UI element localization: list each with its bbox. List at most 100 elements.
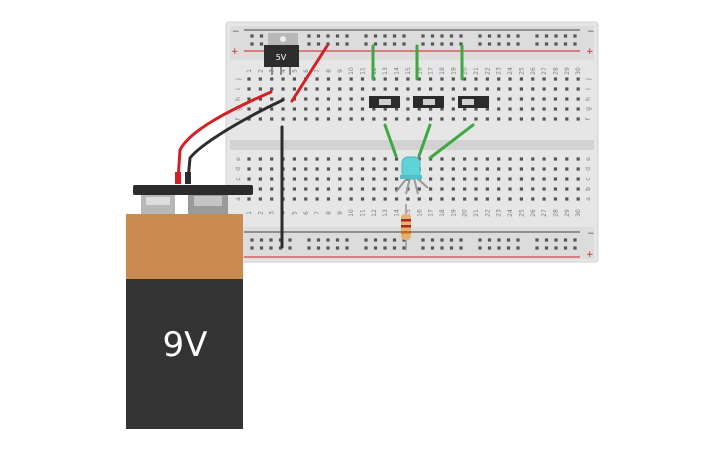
column-number: 6 [303,69,310,73]
breadboard-hole [281,77,285,81]
breadboard-hole [535,42,539,46]
breadboard-hole [315,197,319,201]
column-number: 4 [280,211,287,215]
breadboard-hole [292,167,296,171]
breadboard-hole [292,187,296,191]
breadboard-hole [449,34,454,38]
breadboard-hole [573,238,577,242]
breadboard-hole [383,177,387,181]
breadboard-hole [553,197,558,201]
breadboard-hole [326,117,331,121]
breadboard-hole [373,42,378,46]
breadboard-hole [406,197,410,201]
breadboard-hole [430,238,435,242]
breadboard-hole [573,42,577,46]
breadboard-hole [497,197,501,201]
breadboard-hole [421,34,425,38]
breadboard-hole [372,187,376,191]
breadboard-hole [459,246,463,250]
breadboard-hole [349,157,353,161]
breadboard-hole [315,177,319,181]
breadboard-holes [247,34,580,250]
breadboard-hole [394,167,399,171]
red-lead-tip [175,172,181,184]
row-letter: c [585,177,592,180]
green-wire-5 [417,123,432,158]
breadboard-hole [440,167,444,171]
column-number: 24 [507,67,514,75]
breadboard-hole [440,238,444,242]
breadboard-hole [345,42,349,46]
breadboard-hole [372,177,376,181]
breadboard-hole [485,177,489,181]
breadboard-hole [449,42,454,46]
breadboard-hole [258,77,262,81]
breadboard-hole [259,34,264,38]
black-lead-tip [185,172,191,184]
breadboard-hole [288,238,292,242]
breadboard-hole [360,197,365,201]
breadboard-hole [487,34,492,38]
breadboard-hole [573,246,577,250]
breadboard-hole [326,87,331,91]
breadboard-hole [459,238,463,242]
breadboard-hole [383,117,387,121]
column-number: 29 [564,209,571,217]
breadboard-hole [516,246,520,250]
breadboard-hole [531,157,535,161]
breadboard-hole [497,177,501,181]
breadboard-hole [247,77,251,81]
breadboard-hole [421,238,425,242]
breadboard-hole [485,87,489,91]
breadboard-hole [349,117,353,121]
breadboard-hole [429,77,433,81]
breadboard-hole [247,117,251,121]
column-number: 7 [314,211,321,215]
column-number: 22 [484,67,491,75]
breadboard-hole [417,187,421,191]
column-number: 16 [416,67,423,75]
breadboard-hole [565,117,569,121]
breadboard-hole [304,97,308,101]
breadboard-hole [360,77,365,81]
slide-switch-3 [458,96,489,108]
breadboard-hole [506,246,511,250]
breadboard-hole [338,97,342,101]
breadboard-hole [508,87,512,91]
breadboard-hole [506,238,511,242]
breadboard-hole [250,238,254,242]
breadboard-hole [474,167,478,171]
breadboard-hole [440,246,444,250]
breadboard-hole [360,97,365,101]
breadboard-hole [259,246,264,250]
breadboard-hole [247,197,251,201]
breadboard-hole [451,157,455,161]
row-letter: f [235,117,242,120]
breadboard-hole [338,107,342,111]
breadboard-hole [485,107,489,111]
breadboard-hole [258,157,262,161]
breadboard-hole [451,77,455,81]
breadboard-hole [270,77,274,81]
breadboard-hole [544,238,549,242]
breadboard-hole [565,77,569,81]
column-number: 10 [348,67,355,75]
breadboard-hole [542,77,546,81]
breadboard-hole [497,77,501,81]
breadboard-hole [307,42,311,46]
breadboard-hole [304,187,308,191]
green-wires [371,44,475,160]
breadboard-hole [576,117,580,121]
breadboard-hole [372,167,376,171]
column-number: 27 [541,209,548,217]
breadboard-hole [326,42,330,46]
breadboard-hole [531,77,535,81]
breadboard-hole [281,117,285,121]
breadboard-hole [394,107,399,111]
column-number: 23 [496,209,503,217]
column-number: 9 [337,211,344,215]
regulator-label: 5V [276,53,287,62]
breadboard-hole [519,107,523,111]
breadboard-hole [316,42,321,46]
breadboard-hole [531,107,535,111]
